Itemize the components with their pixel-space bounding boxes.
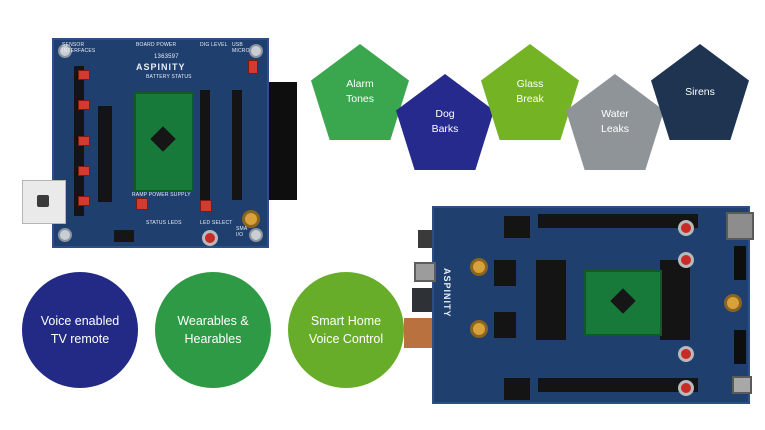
sma-connector (470, 258, 488, 276)
circle-wearables-hearables: Wearables & Hearables (155, 272, 271, 388)
jumper (248, 60, 258, 74)
pin-header (200, 90, 210, 200)
push-button-red (678, 380, 694, 396)
jumper (78, 166, 90, 176)
switch (734, 246, 746, 280)
push-button-red (678, 220, 694, 236)
pin-header (660, 260, 690, 340)
mounting-hole (249, 44, 263, 58)
pin-header (538, 214, 698, 228)
push-button-red (678, 346, 694, 362)
silk-led-select: LED SELECT (200, 220, 233, 226)
mcu-chip (610, 288, 636, 314)
jumper (78, 196, 90, 206)
jumper (78, 100, 90, 110)
usb-connector (726, 212, 754, 240)
circle-label: Voice enabled TV remote (40, 314, 120, 346)
jumper (78, 136, 90, 146)
silk-sma: SMA I/O (236, 226, 248, 238)
dev-board-top-left: SENSOR INTERFACES BOARD POWER DIG LEVEL … (52, 38, 269, 248)
mounting-hole (58, 44, 72, 58)
circle-smart-home-voice: Smart Home Voice Control (288, 272, 404, 388)
pentagon-sirens: Sirens (651, 44, 749, 140)
sma-connector (470, 320, 488, 338)
jumper (78, 70, 90, 80)
connector (418, 230, 432, 248)
sma-connector (242, 210, 260, 228)
pin-header (538, 378, 698, 392)
reset-button (202, 230, 218, 246)
pentagon-glass-break: Glass Break (481, 44, 579, 140)
silk-sensor-interfaces: SENSOR INTERFACES (62, 42, 96, 54)
mounting-hole (58, 228, 72, 242)
dev-board-bottom-right: ASPINITY (432, 206, 754, 404)
silk-usb-micro: USB MICRO (232, 42, 250, 54)
board-brand-logo: ASPINITY (442, 268, 452, 318)
pentagon-alarm-tones: Alarm Tones (311, 44, 409, 140)
pin-header (504, 378, 530, 400)
mcu-chip (150, 126, 176, 152)
pentagon-water-leaks: Water Leaks (566, 74, 664, 170)
silk-status-leds: STATUS LEDS (146, 220, 182, 226)
jumper (136, 198, 148, 210)
pentagon-label: Sirens (685, 85, 715, 98)
pin-header (536, 260, 566, 340)
sensor-breakout (22, 180, 66, 224)
jumper (200, 200, 212, 212)
silk-dig-level: DIG LEVEL (200, 42, 228, 48)
mounting-hole (249, 228, 263, 242)
pentagon-label: Glass Break (516, 78, 544, 105)
usb-connector (414, 262, 436, 282)
board-side-connector (269, 82, 297, 200)
silk-battery-status: BATTERY STATUS (146, 74, 192, 80)
usb-connector (732, 376, 752, 394)
pentagon-dog-barks: Dog Barks (396, 74, 494, 170)
pin-header (98, 106, 112, 202)
dip-switch (494, 312, 516, 338)
circle-label: Smart Home Voice Control (308, 314, 384, 346)
switch (734, 330, 746, 364)
pin-header (232, 90, 242, 200)
board-brand-logo: ASPINITY (136, 62, 186, 72)
pentagon-label: Alarm Tones (345, 78, 375, 105)
pentagon-label: Water Leaks (600, 108, 630, 135)
silk-board-power: BOARD POWER (136, 42, 177, 48)
push-button (114, 230, 134, 242)
dip-switch (494, 260, 516, 286)
circle-voice-tv-remote: Voice enabled TV remote (22, 272, 138, 388)
green-module (584, 270, 662, 336)
sma-connector (724, 294, 742, 312)
switch (412, 288, 432, 312)
pin-header (504, 216, 530, 238)
pentagon-label: Dog Barks (431, 108, 459, 135)
green-module (134, 92, 194, 192)
push-button-red (678, 252, 694, 268)
silk-part-number: 1363597 (154, 54, 179, 60)
mic-chip (37, 195, 49, 207)
silk-ramp-power: RAMP POWER SUPPLY (132, 192, 191, 198)
circle-label: Wearables & Hearables (177, 314, 249, 346)
